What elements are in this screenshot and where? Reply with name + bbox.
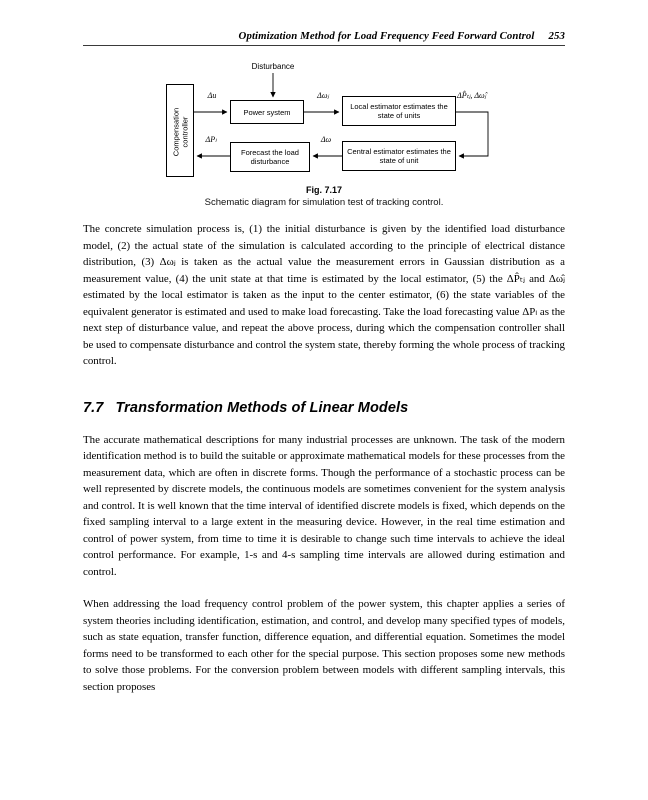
paragraph-model-transformation: When addressing the load frequency contr…	[83, 598, 565, 693]
section-title: Transformation Methods of Linear Models	[115, 399, 409, 416]
figure-caption-text: Schematic diagram for simulation test of…	[204, 197, 444, 208]
running-head-title: Optimization Method for Load Frequency F…	[238, 30, 535, 42]
arrow-local-to-central	[456, 111, 489, 159]
label-local-estimates: ΔP̂ₜⱼ, Δω̂ⱼ	[457, 91, 487, 100]
label-delta-pl: ΔPₗ	[205, 135, 217, 144]
box-compensation-controller: Compensation controller	[166, 84, 194, 177]
section-heading: 7.7 Transformation Methods of Linear Mode…	[83, 400, 565, 416]
figure-arrows	[194, 73, 489, 159]
label-delta-omega: Δω	[320, 135, 332, 144]
box-compensation-controller-label: Compensation controller	[171, 107, 189, 156]
paragraph-identification-methods: The accurate mathematical descriptions f…	[83, 433, 565, 578]
box-central-estimator: Central estimator estimates the state of…	[342, 141, 456, 171]
running-head: Optimization Method for Load Frequency F…	[83, 30, 565, 42]
box-forecast-load: Forecast the load disturbance	[230, 142, 310, 172]
box-local-estimator: Local estimator estimates the state of u…	[342, 96, 456, 126]
figure-7-17: Disturbance Δu Δωⱼ ΔP̂ₜⱼ, Δω̂ⱼ Δω ΔPₗ Co…	[83, 62, 565, 180]
paragraph-simulation-process: The concrete simulation process is, (1) …	[83, 223, 565, 367]
body-text: The concrete simulation process is, (1) …	[83, 221, 565, 695]
label-delta-u: Δu	[207, 91, 217, 100]
page-number: 253	[548, 30, 565, 42]
figure-caption-label: Fig. 7.17	[305, 185, 342, 195]
header-rule	[83, 45, 565, 46]
section-number: 7.7	[83, 399, 104, 416]
label-delta-omega-j: Δωⱼ	[317, 91, 329, 100]
figure-caption: Fig. 7.17 Schematic diagram for simulati…	[83, 185, 565, 208]
label-disturbance: Disturbance	[251, 62, 295, 71]
box-power-system: Power system	[230, 100, 304, 124]
